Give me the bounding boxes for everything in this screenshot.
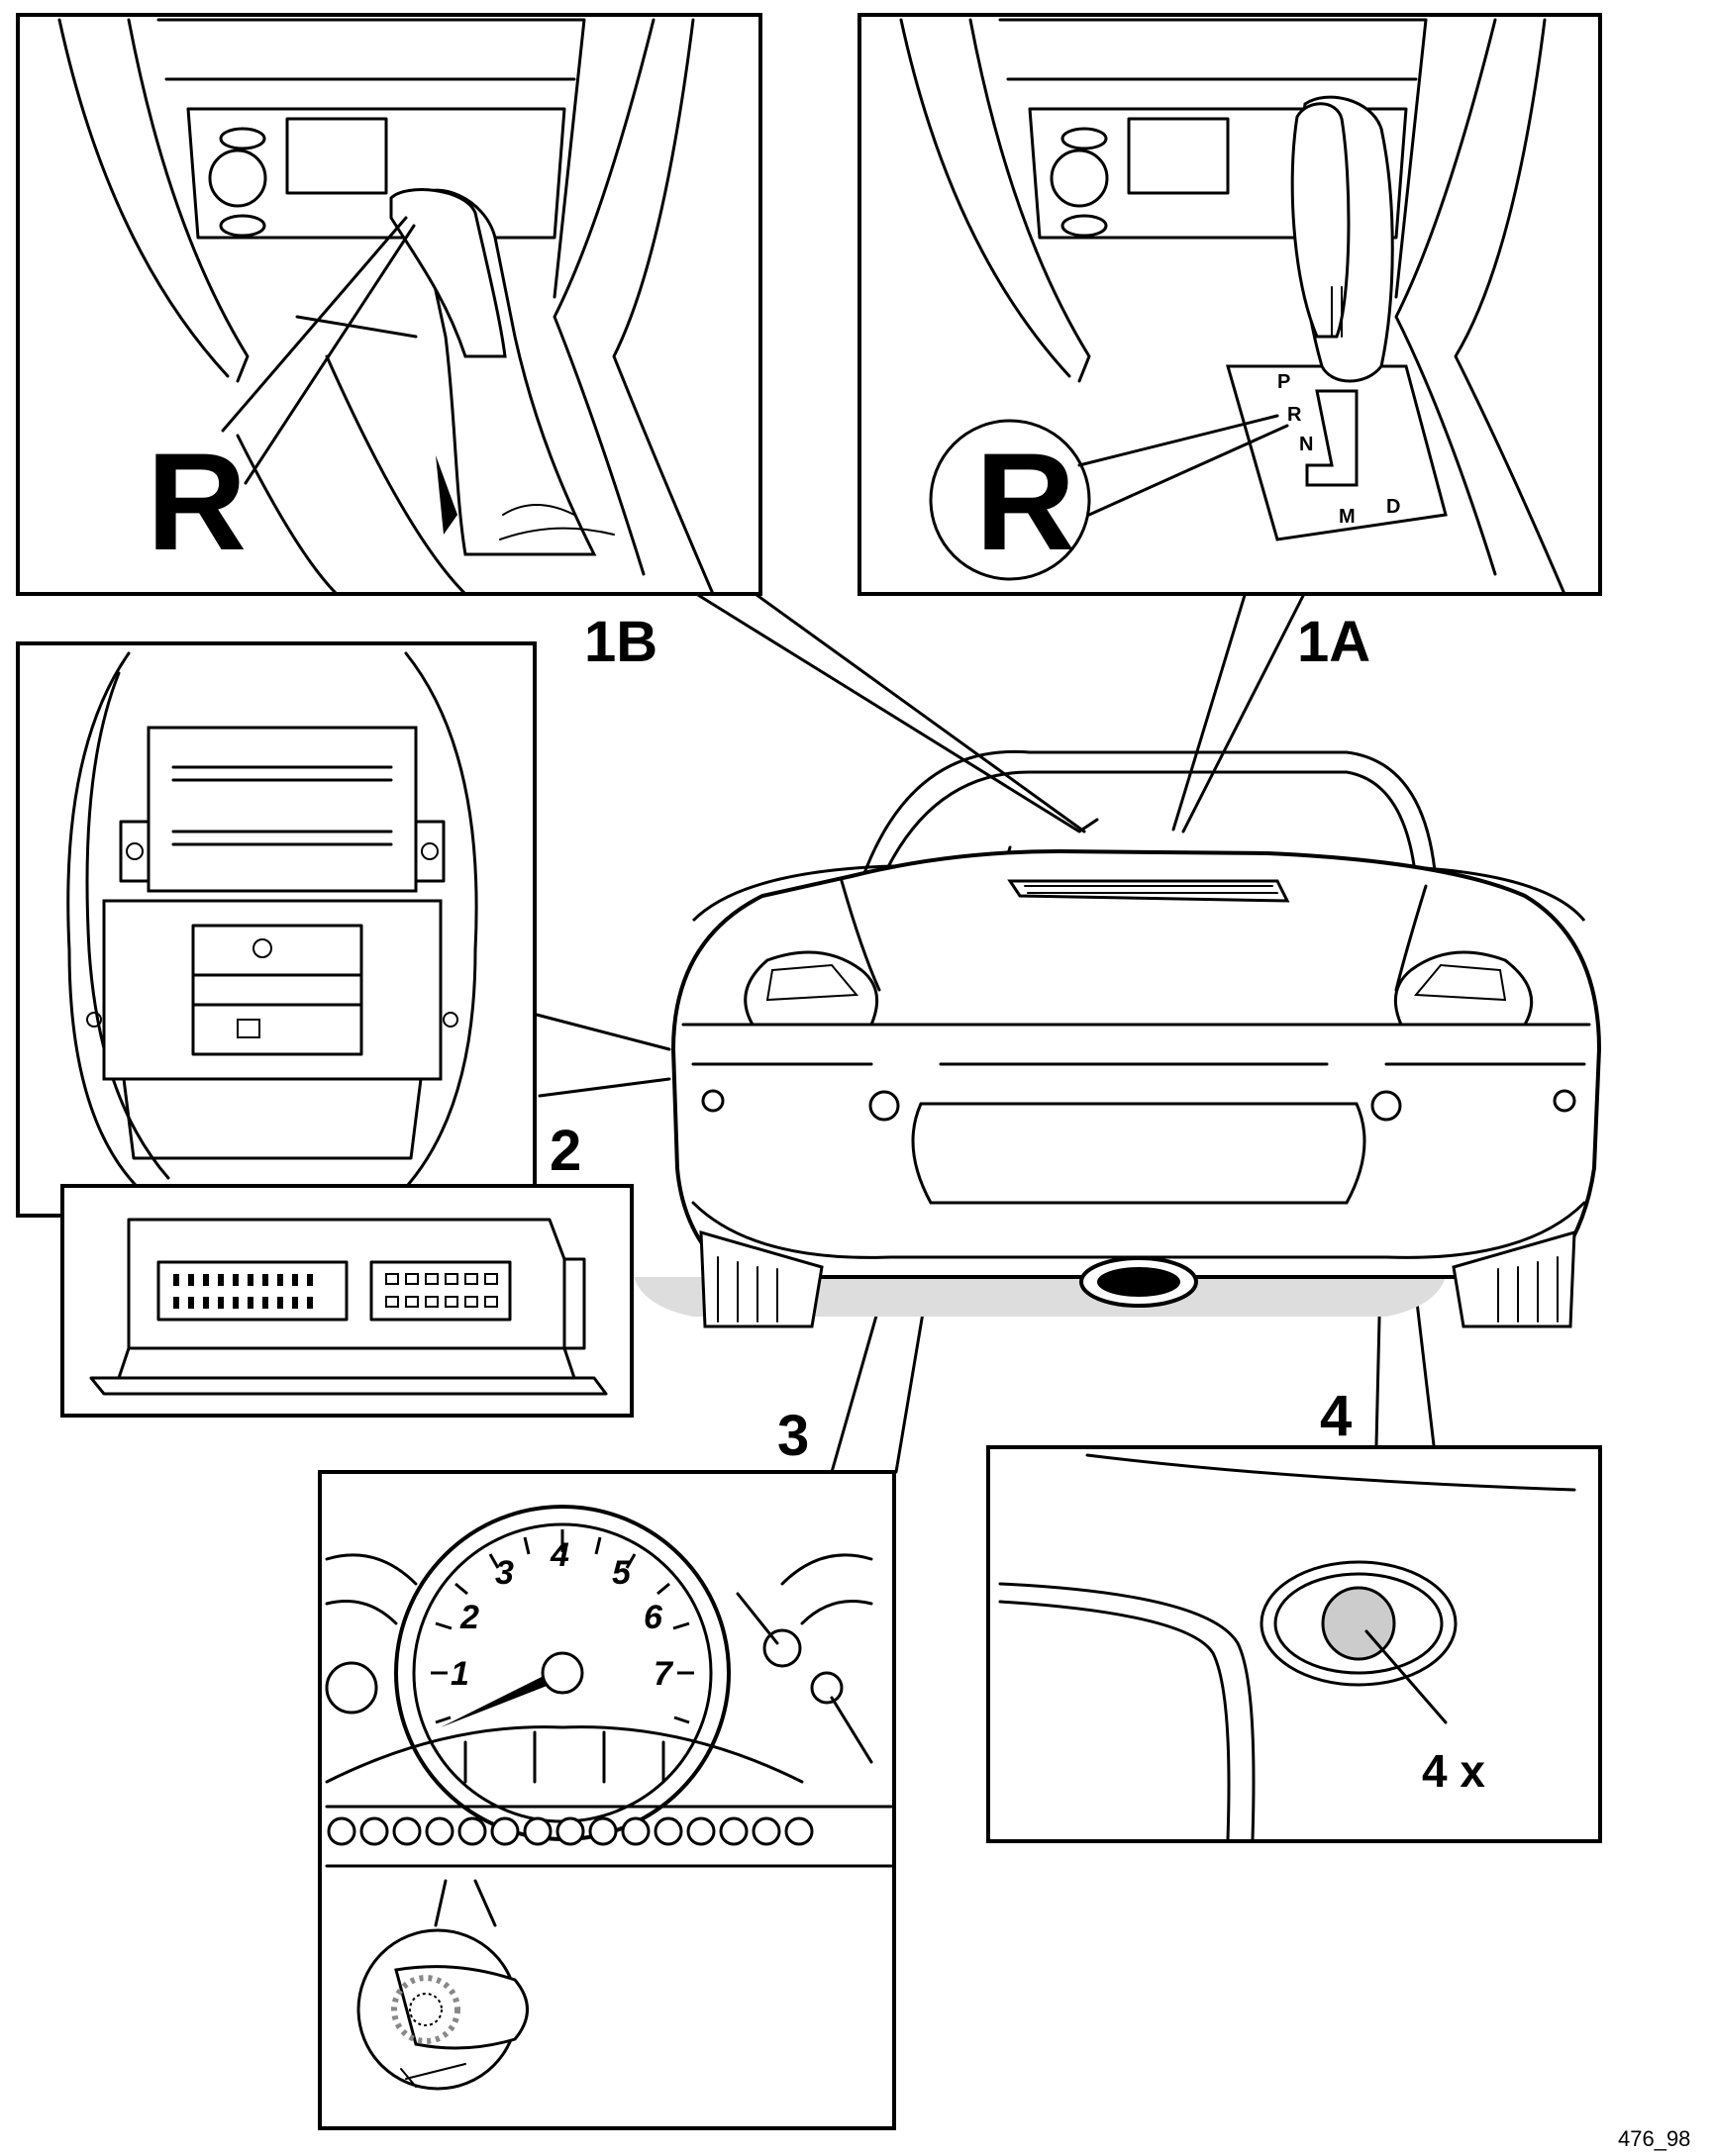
sensor-detail-illustration [998,1453,1576,1841]
manual-console-illustration [57,18,715,596]
label-3: 3 [777,1404,809,1468]
gear-m: M [1339,506,1356,528]
panel-3: 3 [318,1404,896,2130]
tach-number-5: 5 [612,1554,632,1592]
panel-1b: R [16,13,762,596]
car-rear-view [634,749,1602,1328]
warning-lights [327,1816,814,1846]
label-1a: 1A [1297,610,1370,674]
callout-circle-1a [929,419,1091,581]
gear-r: R [1287,404,1302,426]
callout-r-1a: R [975,424,1075,579]
tach-number-4: 4 [550,1536,569,1574]
gear-d: D [1386,496,1400,518]
connector-pins-right [385,1273,498,1308]
panel-4: 4 4 x [986,1384,1602,1843]
label-1b: 1B [584,610,657,674]
gear-n: N [1299,434,1313,455]
panel-2: 2 [16,641,581,1218]
label-4: 4 [1320,1384,1352,1448]
tach-number-7: 7 [654,1655,674,1693]
callout-r-1b: R [147,424,247,579]
tach-number-3: 3 [495,1554,514,1592]
tach-number-1: 1 [451,1655,469,1693]
tach-number-2: 2 [459,1599,479,1636]
callout-4x: 4 x [1422,1745,1485,1797]
panel-1a: P R N M D R [857,13,1602,596]
panel-2-connector [60,1184,634,1418]
automatic-console-illustration: P R N M D [899,18,1566,596]
tach-number-6: 6 [644,1599,663,1636]
gear-p: P [1277,371,1290,393]
instrument-cluster-illustration: 1 2 3 4 5 6 7 [325,1505,893,2091]
figure-reference: 476_98 [1618,2126,1690,2151]
connector-pins [173,1274,313,1309]
tach-ticks [431,1529,694,1724]
label-2: 2 [550,1119,581,1183]
